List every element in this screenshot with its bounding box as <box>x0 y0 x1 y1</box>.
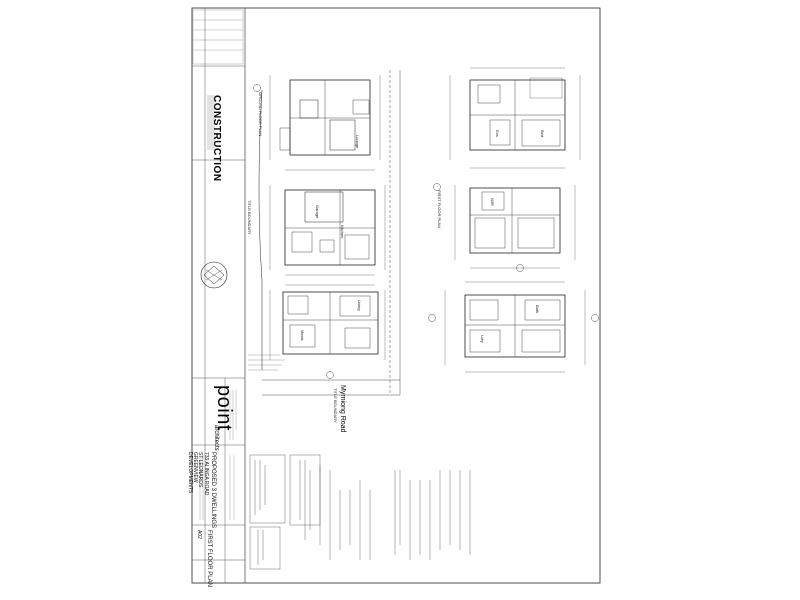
title-boundary-left: TITLE BOUNDARY <box>247 200 252 235</box>
room-ens: Ens <box>495 130 500 137</box>
client-line2: DEVELOPMENTS <box>187 452 193 494</box>
room-lounge: Lounge <box>355 135 360 149</box>
firm-name: point <box>213 385 235 431</box>
sheet-border <box>191 7 601 584</box>
firm-sub: architects <box>213 425 219 451</box>
title-block-grid <box>192 8 245 583</box>
room-garage: Garage <box>315 205 320 219</box>
room-meals: Meals <box>300 330 305 341</box>
ground-floor-plan-label: GROUND FLOOR PLAN <box>258 92 263 137</box>
first-floor-plans <box>428 67 599 373</box>
title-boundary-note: TITLE BOUNDARY <box>333 388 338 423</box>
notes-block <box>207 95 215 150</box>
room-ldry: Ldry <box>480 335 485 343</box>
room-bed-1: Bed <box>540 130 545 138</box>
drawing-number: A02 <box>196 530 202 539</box>
road-name-label: Myrniong Road <box>339 385 346 433</box>
project-label: PROPOSED 3 DWELLINGS <box>210 452 216 529</box>
revision-table <box>192 9 244 65</box>
notes-frame <box>249 454 286 524</box>
notes-frame-3 <box>289 454 321 526</box>
construction-label: CONSTRUCTION <box>211 95 222 182</box>
info-lines <box>199 390 237 520</box>
room-living: Living <box>357 300 362 311</box>
room-bath: Bath <box>535 305 540 314</box>
notes-frame-2 <box>249 526 281 570</box>
site-notes <box>248 354 285 371</box>
specification-notes <box>254 460 471 565</box>
first-floor-plan-label: FIRST FLOOR PLAN <box>437 190 442 228</box>
logo-mark <box>200 261 228 289</box>
room-wir: WIR <box>490 198 495 206</box>
room-kitchen: Kitchen <box>340 225 345 239</box>
site-plan <box>253 70 401 396</box>
drawing-title: FIRST FLOOR PLAN <box>206 530 212 587</box>
address-line1: 733 ALINGA ROAD <box>203 452 209 496</box>
